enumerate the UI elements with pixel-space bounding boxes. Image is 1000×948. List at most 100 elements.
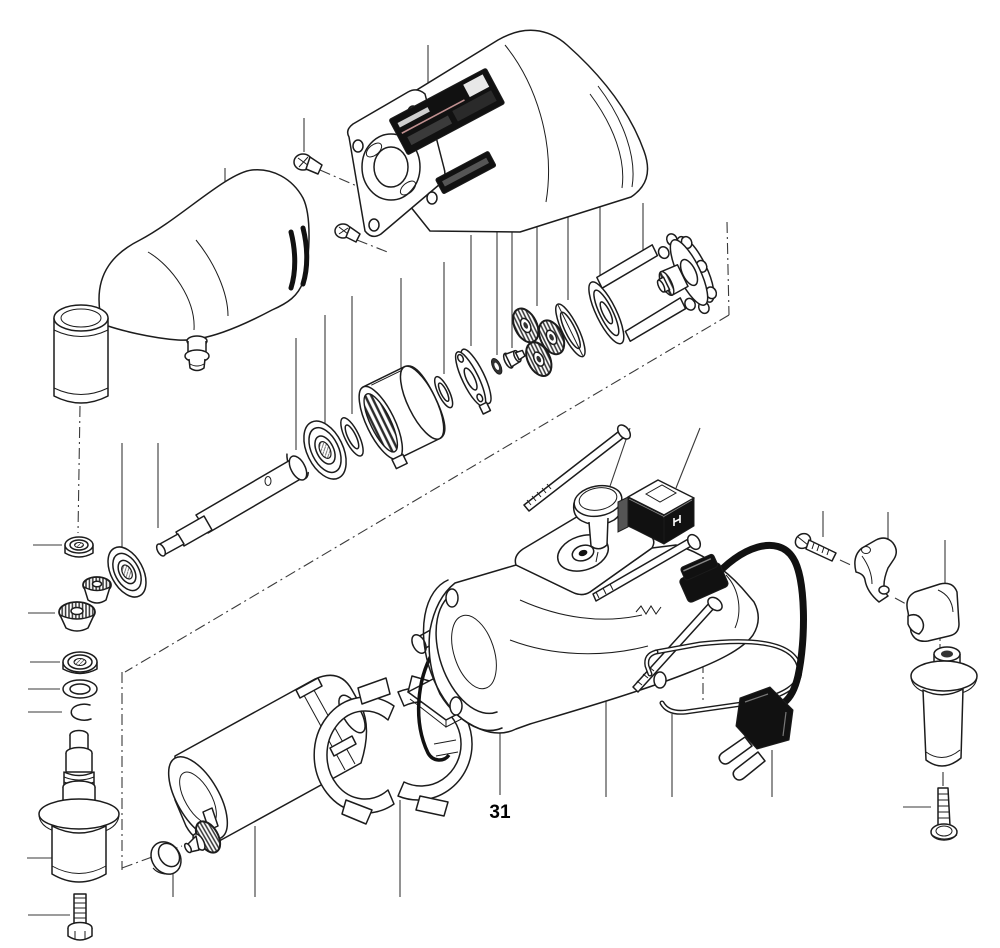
screw-shank [305, 156, 323, 175]
spring [635, 605, 662, 615]
output-spindle [38, 729, 120, 883]
collar-body [53, 317, 109, 404]
cam-lever [906, 582, 960, 643]
gear-head-cover [53, 169, 310, 404]
housing-crease [504, 44, 549, 203]
spacer-ring [433, 375, 454, 409]
pin-screw [502, 349, 526, 369]
housing-screw-upper [293, 153, 323, 175]
flange-screw-hole-3 [426, 191, 438, 205]
flange-tab [478, 401, 492, 415]
spindle-flange [38, 798, 120, 830]
screw-cross-slot-2 [338, 226, 349, 235]
splined-pinion [656, 264, 689, 297]
handle-screw-head-under [931, 834, 958, 840]
shaft-end [288, 455, 308, 481]
callout-31: 31 [489, 802, 511, 823]
nameplate-ce-mark [463, 74, 490, 98]
flange-screw-hole-1 [352, 139, 364, 153]
boss-hole-center [578, 549, 588, 557]
spindle-shaft [155, 455, 308, 557]
ring-gear-teeth [363, 393, 399, 453]
flange-kidney-slot-1 [365, 142, 383, 158]
plug-prong-1 [718, 736, 753, 765]
ring-gear-back [399, 365, 445, 440]
cover-body [98, 169, 310, 341]
housing-screw-lower [334, 223, 361, 243]
side-handle [910, 646, 978, 786]
nameplate-fineprint [407, 115, 453, 146]
small-screw-right [794, 532, 837, 562]
bolt2-head [707, 596, 723, 612]
lock-pin [184, 335, 210, 372]
housing-bolt-1 [592, 533, 702, 602]
spindle-barrel [51, 825, 107, 883]
screw-right-threads [811, 542, 830, 556]
lower-bearing [62, 651, 98, 675]
spindle-neck [65, 753, 93, 773]
handle-screw [930, 787, 958, 841]
bracket-hole [878, 585, 890, 595]
cover-neck-line2 [195, 239, 229, 317]
collar-band2 [53, 387, 109, 395]
bolt1-head [686, 533, 702, 551]
switch-edge-highlight [628, 498, 693, 518]
bevel-pinion-gear [82, 576, 112, 604]
cover-vent-slot-1 [288, 229, 298, 291]
housing-vent-curve [597, 85, 634, 188]
clamp-tab-bottom-right [415, 795, 449, 817]
nameplate-fineprint-2 [452, 90, 497, 122]
motor-armature [167, 674, 368, 854]
cord-protector [679, 553, 729, 603]
cord-assembly [679, 541, 807, 781]
plug-prong-2 [732, 751, 766, 781]
motor-tab-bottom [329, 735, 357, 757]
plug-body [735, 686, 794, 750]
switch-right [663, 497, 695, 545]
screw-right-shank [805, 539, 837, 562]
button-stem [588, 517, 609, 550]
front-opening [451, 614, 497, 690]
lock-pin-groove [189, 363, 205, 367]
lever-notch [907, 613, 925, 635]
spindle-assembly [58, 455, 308, 721]
crown-skirt [59, 614, 95, 632]
collar-top-inner [60, 308, 102, 328]
top-motor-housing [346, 29, 649, 238]
pin-screw-tip [514, 349, 526, 361]
long-screw-head [616, 424, 632, 440]
flange-center-hole [373, 146, 409, 188]
thrust-bearing-small [64, 536, 94, 558]
internal-ring-gear [358, 365, 446, 470]
center-lines [77, 169, 941, 870]
screw-shank-2 [345, 226, 361, 243]
housing-end-line [725, 574, 740, 629]
ring-depth-line [152, 867, 168, 875]
bevel-pinion-skirt [83, 586, 111, 604]
star-plate-tabs [657, 233, 718, 315]
spindle-barrel-band [51, 865, 107, 874]
cover-neck-line [147, 251, 195, 331]
housing-nameplate [389, 68, 505, 155]
gear-train [286, 233, 718, 480]
centerline-clamp-screw [839, 559, 854, 567]
switch-side-tab [617, 496, 629, 533]
housing-side-label [435, 151, 497, 194]
motor-pinion [183, 820, 222, 854]
long-screw-threads [526, 483, 552, 506]
ring-gear-tab [391, 453, 408, 470]
nameplate-accent-line [401, 99, 465, 134]
flange-screw-hole-4 [368, 218, 380, 232]
clamp-tab-bottom-left [341, 799, 373, 825]
ring-washer-large [555, 303, 586, 358]
gear-bearing-large [303, 420, 347, 480]
front-ring-inner [435, 591, 498, 715]
housing-screw-boss1 [445, 588, 459, 608]
cover-vent-slot-2 [300, 225, 310, 287]
handle-flange [910, 660, 978, 692]
cover-collar [53, 304, 109, 404]
side-label-text-band [442, 157, 490, 187]
housing-vent-curve2 [589, 93, 624, 189]
output-star-plate [656, 233, 718, 315]
lever-curve [937, 589, 954, 613]
